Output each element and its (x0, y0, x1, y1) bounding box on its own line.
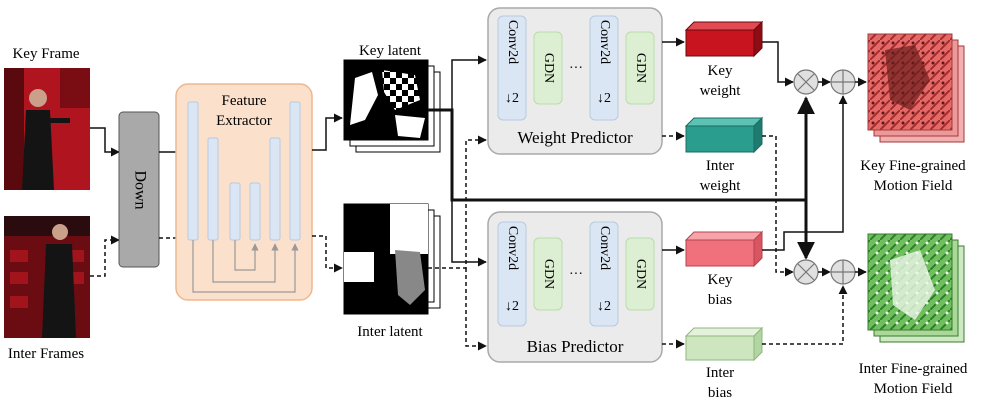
key-latent-to-bias-predictor-arrow (451, 200, 487, 267)
weight-predictor-block (487, 7, 663, 155)
key-frame-to-down-arrow (90, 127, 120, 157)
key-latent-skip-line (428, 108, 806, 202)
weight-gdn1-label: GDN (541, 53, 556, 83)
bias-conv2-down: ↓2 (597, 299, 611, 314)
weight-ellipsis: ··· (569, 61, 583, 76)
inter-motion-field-label-line1: Inter Fine-grained (859, 361, 968, 377)
inter-multiply-operator (793, 259, 819, 285)
bias-gdn1-label: GDN (541, 259, 556, 289)
key-bias-box (684, 230, 764, 268)
bias-predictor-block (487, 211, 663, 363)
weight-gdn-1 (533, 31, 563, 105)
down-block (118, 111, 160, 268)
inter-frames-to-down-arrow (90, 235, 120, 277)
weight-conv1-label: Conv2d (505, 20, 520, 64)
inter-motion-field-label-line2: Motion Field (874, 381, 953, 397)
bias-predictor-title: Bias Predictor (527, 337, 624, 356)
extractor-to-inter-latent-arrow (312, 235, 343, 273)
bias-ellipsis: ··· (569, 267, 583, 282)
key-weight-label-line2: weight (700, 83, 742, 99)
key-weight-label-line1: Key (708, 63, 733, 79)
bias-conv-1 (497, 221, 527, 327)
inter-add-operator (830, 259, 856, 285)
key-latent-image (343, 59, 441, 153)
inter-weight-to-multiply-arrow (762, 135, 794, 277)
weight-predictor-title: Weight Predictor (517, 128, 633, 147)
feature-extractor-title-line2: Extractor (216, 113, 272, 129)
inter-bias-label-line2: bias (708, 385, 732, 401)
feature-extractor-title-line1: Feature (222, 93, 267, 109)
extractor-to-key-latent-arrow (312, 113, 343, 151)
bias-conv1-down: ↓2 (505, 299, 519, 314)
key-weight-to-multiply-arrow (762, 41, 794, 87)
weight-conv2-label: Conv2d (597, 20, 612, 64)
key-multiply-operator (793, 69, 819, 95)
extractor-feature-bars (187, 101, 301, 241)
weight-gdn2-label: GDN (633, 53, 648, 83)
bias-conv-2 (589, 221, 619, 327)
weight-conv-2 (589, 15, 619, 121)
weight-conv2-down: ↓2 (597, 91, 611, 106)
bias-gdn2-label: GDN (633, 259, 648, 289)
inter-frames-image (4, 216, 90, 338)
key-bias-to-add-arrow (762, 95, 848, 251)
inter-bias-to-add-arrow (762, 285, 848, 345)
key-motion-field-label-line2: Motion Field (874, 178, 953, 194)
key-frame-image (4, 68, 90, 190)
bias-gdn-2 (625, 237, 655, 311)
bias-conv1-label: Conv2d (505, 226, 520, 270)
key-latent-label: Key latent (359, 43, 422, 59)
weight-conv-1 (497, 15, 527, 121)
extractor-skip-connections (192, 240, 299, 293)
key-frame-label: Key Frame (12, 46, 79, 62)
inter-weight-box (684, 116, 764, 154)
inter-frames-label: Inter Frames (8, 346, 84, 362)
inter-weight-label-line1: Inter (706, 158, 734, 174)
inter-latent-label: Inter latent (357, 324, 423, 340)
key-bias-label-line2: bias (708, 292, 732, 308)
inter-latent-to-bias-predictor-arrow (465, 268, 487, 351)
inter-bias-box (684, 326, 764, 362)
key-motion-field-label-line1: Key Fine-grained (860, 158, 966, 174)
weight-gdn-2 (625, 31, 655, 105)
bias-gdn-1 (533, 237, 563, 311)
inter-latent-to-weight-predictor-arrow (428, 135, 487, 269)
inter-bias-label-line1: Inter (706, 365, 734, 381)
down-label: Down (131, 170, 148, 209)
bias-conv2-label: Conv2d (597, 226, 612, 270)
weight-conv1-down: ↓2 (505, 91, 519, 106)
key-latent-to-weight-predictor-arrow (451, 55, 487, 110)
key-add-operator (830, 69, 856, 95)
key-motion-field-image (867, 33, 965, 143)
inter-weight-label-line2: weight (700, 178, 742, 194)
key-weight-box (684, 20, 764, 58)
inter-motion-field-image (867, 233, 965, 343)
inter-latent-image (343, 203, 441, 315)
key-bias-label-line1: Key (708, 272, 733, 288)
